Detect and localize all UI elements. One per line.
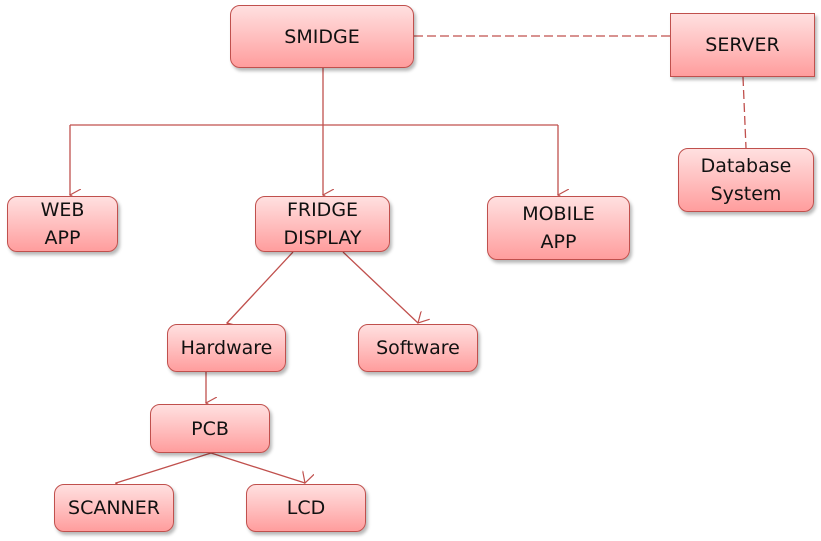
node-database-system[interactable]: Database System <box>678 148 814 212</box>
node-smidge-label: SMIDGE <box>284 25 360 48</box>
edge-fridge-hardware <box>227 251 294 323</box>
node-database-label: Database System <box>700 155 792 205</box>
node-web-app-label: WEB APP <box>40 199 85 249</box>
node-fridge-display-label: FRIDGE DISPLAY <box>283 199 362 249</box>
edge-pcb-lcd <box>210 452 305 483</box>
node-lcd-label: LCD <box>286 497 326 519</box>
node-pcb[interactable]: PCB <box>150 404 270 453</box>
node-mobile-app-label: MOBILE APP <box>522 203 595 253</box>
node-scanner-label: SCANNER <box>68 497 160 519</box>
node-smidge[interactable]: SMIDGE <box>230 5 414 68</box>
node-fridge-display[interactable]: FRIDGE DISPLAY <box>255 196 390 252</box>
node-web-app[interactable]: WEB APP <box>7 196 118 252</box>
edge-pcb-scanner <box>116 452 212 483</box>
edge-fridge-software <box>342 251 418 323</box>
node-server[interactable]: SERVER <box>670 13 815 77</box>
node-hardware-label: Hardware <box>180 337 273 359</box>
node-hardware[interactable]: Hardware <box>167 324 286 372</box>
node-server-label: SERVER <box>705 34 780 56</box>
node-lcd[interactable]: LCD <box>246 484 366 532</box>
node-scanner[interactable]: SCANNER <box>54 484 174 532</box>
node-software[interactable]: Software <box>358 324 478 372</box>
node-software-label: Software <box>376 337 460 359</box>
node-pcb-label: PCB <box>191 417 229 440</box>
edge-server-database <box>742 76 747 149</box>
node-mobile-app[interactable]: MOBILE APP <box>487 196 630 260</box>
